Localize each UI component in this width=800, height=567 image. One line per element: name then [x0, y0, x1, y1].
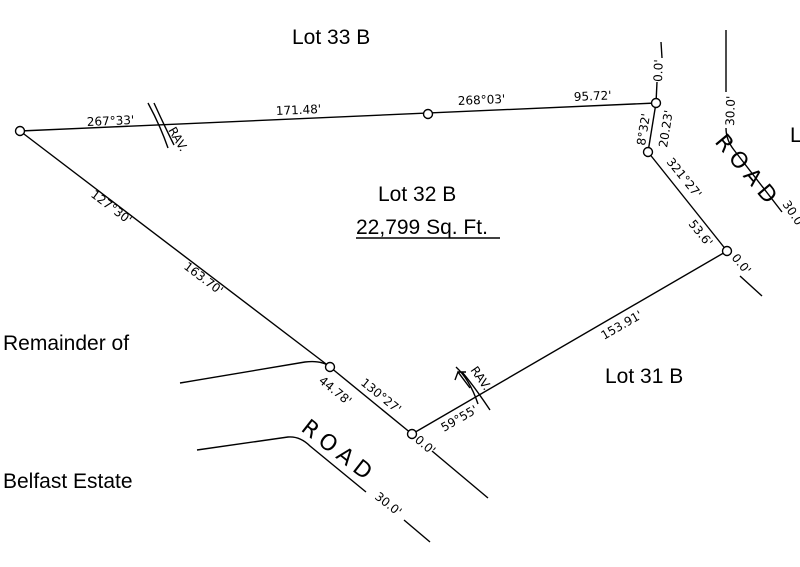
lot-boundary	[19, 102, 728, 435]
lot-33b-label: Lot 33 B	[292, 26, 370, 49]
road-label-east: ROAD	[709, 130, 785, 214]
road-width-north: 30.0'	[723, 96, 738, 127]
bearing-east-mid: 321°27'	[664, 155, 705, 201]
distance-east-short: 20.23'	[656, 109, 676, 148]
bearing-west: 127°30'	[88, 187, 134, 227]
bearing-south: 59°55'	[439, 403, 481, 435]
bearing-north-west: 267°33'	[87, 113, 135, 129]
bearing-east-short: 8°32'	[634, 112, 653, 146]
remainder-label: Remainder of	[3, 332, 129, 355]
distance-east-mid: 53.6'	[686, 217, 716, 249]
belfast-estate-label: Belfast Estate	[3, 470, 133, 493]
road-offset-north: 0.0'	[651, 59, 666, 82]
distance-south: 153.91'	[599, 308, 645, 343]
lot-31b-label: Lot 31 B	[605, 365, 683, 388]
distance-west: 163.70'	[181, 259, 226, 297]
survey-points	[14, 97, 733, 440]
road-width-south: 30.0'	[372, 489, 404, 519]
road-width-east: 30.0'	[780, 198, 800, 231]
rav-label-north: RAV.	[165, 125, 190, 154]
bearing-north-east: 268°03'	[458, 92, 506, 108]
lot-32b-label: Lot 32 B	[378, 183, 456, 206]
road-label-south: ROAD	[296, 415, 381, 489]
distance-north-east: 95.72'	[574, 88, 612, 104]
lot-32b-area: 22,799 Sq. Ft.	[356, 216, 488, 239]
road-lines	[147, 30, 783, 543]
road-offset-east: 0.0'	[729, 251, 754, 277]
distance-north-west: 171.48'	[276, 102, 322, 118]
distance-south-west: 44.78'	[316, 373, 354, 408]
lot-edge-label: L	[790, 124, 800, 147]
